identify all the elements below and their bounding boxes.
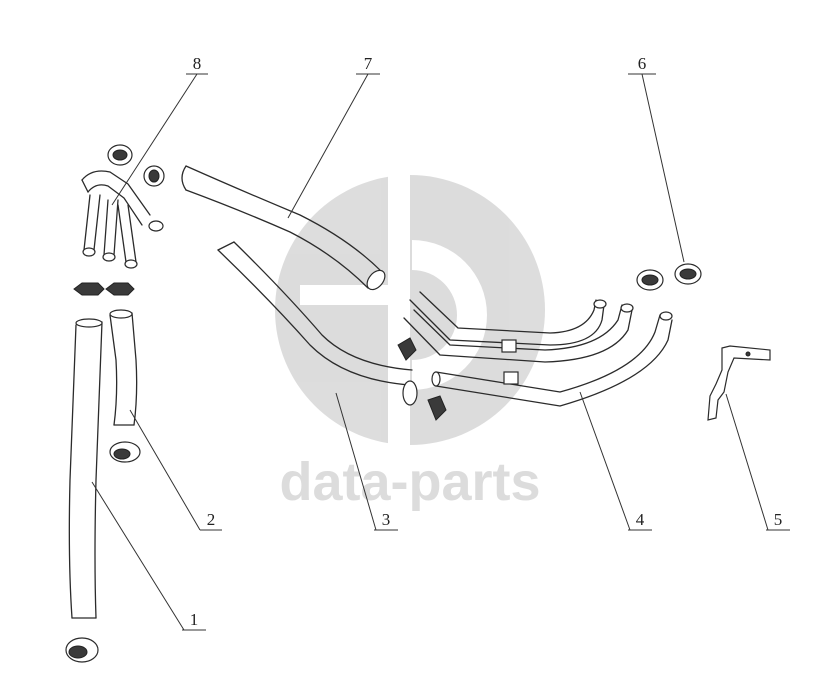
- part-2-short-hose: [109, 309, 141, 463]
- callout-3: 3: [382, 510, 391, 529]
- callout-6: 6: [638, 54, 647, 73]
- part-6-clamps: [636, 263, 702, 291]
- callout-4: 4: [636, 510, 645, 529]
- callout-7: 7: [364, 54, 373, 73]
- part-4-pipe-bundle: [403, 291, 673, 407]
- part-5-bracket: [707, 345, 771, 421]
- callout-leaders: [91, 73, 790, 631]
- callout-5: 5: [774, 510, 783, 529]
- watermark-logo: [275, 170, 545, 450]
- watermark-brand-text: data-parts: [279, 452, 540, 512]
- part-1-long-hose: [65, 318, 103, 663]
- callout-8: 8: [193, 54, 202, 73]
- callout-2: 2: [207, 510, 216, 529]
- part-8-manifold-assembly: [73, 144, 165, 296]
- part-7-curved-hose: [181, 165, 386, 291]
- part-3-long-curved-hose: [217, 241, 447, 421]
- callout-1: 1: [190, 610, 199, 629]
